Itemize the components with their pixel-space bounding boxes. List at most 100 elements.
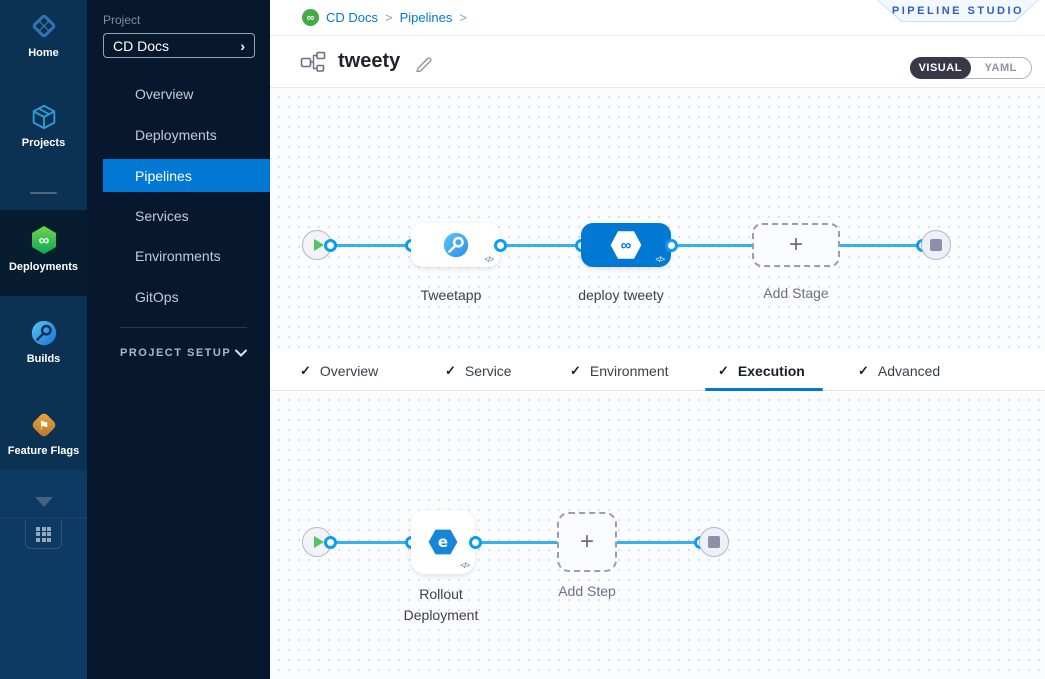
step-connector-line bbox=[317, 540, 714, 544]
home-icon bbox=[32, 14, 55, 38]
stage-label-deploy-tweety: deploy tweety bbox=[578, 287, 664, 303]
sidebar-item-label: Feature Flags bbox=[7, 445, 80, 457]
sidebar-item-label: Builds bbox=[26, 353, 61, 365]
stage-canvas[interactable]: </> ∞ </> + Tweetapp deploy tweety Add S… bbox=[270, 88, 1045, 351]
stop-icon bbox=[708, 536, 720, 548]
pipeline-studio-badge-label: PIPELINE STUDIO bbox=[891, 4, 1025, 17]
tab-execution[interactable]: ✓ Execution bbox=[718, 351, 805, 391]
play-icon bbox=[313, 536, 324, 548]
execution-start-node[interactable] bbox=[302, 527, 332, 557]
tab-overview[interactable]: ✓ Overview bbox=[300, 351, 378, 391]
project-sidebar: Project CD Docs › Overview Deployments P… bbox=[87, 0, 270, 679]
connector-port[interactable] bbox=[664, 238, 678, 252]
step-node-rollout-deployment[interactable]: e </> bbox=[411, 510, 475, 574]
sidebar-bottom-divider bbox=[0, 517, 87, 518]
tab-label: Environment bbox=[589, 363, 669, 379]
main-content: ∞ CD Docs > Pipelines > PIPELINE STUDIO … bbox=[270, 0, 1045, 679]
check-icon: ✓ bbox=[718, 363, 729, 378]
stage-node-deploy-tweety[interactable]: ∞ </> bbox=[581, 223, 671, 267]
add-stage-label: Add Stage bbox=[763, 285, 829, 301]
feature-flags-icon: ⚑ bbox=[32, 413, 55, 437]
stage-node-tweetapp[interactable]: </> bbox=[411, 223, 500, 267]
sidebar-item-deployments-nav[interactable]: Deployments bbox=[87, 115, 270, 156]
pipeline-end-node[interactable] bbox=[921, 230, 951, 260]
connector-port[interactable] bbox=[323, 535, 337, 549]
svg-text:⚑: ⚑ bbox=[38, 419, 49, 433]
sidebar-item-services[interactable]: Services bbox=[87, 196, 270, 237]
sidebar-item-projects[interactable]: Projects bbox=[0, 102, 87, 149]
check-icon: ✓ bbox=[858, 363, 869, 378]
nav-label: GitOps bbox=[135, 288, 179, 305]
cd-stage-icon: ∞ bbox=[610, 231, 642, 259]
nav-label: Services bbox=[135, 207, 189, 224]
chevron-down-icon bbox=[235, 349, 247, 357]
step-label-rollout-deployment: Rollout Deployment bbox=[403, 586, 479, 623]
active-tab-underline bbox=[705, 388, 823, 391]
breadcrumb-separator: > bbox=[385, 10, 393, 25]
tab-label: Service bbox=[464, 363, 512, 379]
sidebar-divider bbox=[30, 192, 57, 194]
yaml-toggle-option[interactable]: YAML bbox=[984, 62, 1017, 74]
sidebar-item-pipelines[interactable]: Pipelines bbox=[103, 159, 270, 192]
code-view-icon[interactable]: </> bbox=[655, 255, 665, 264]
breadcrumb-pipelines-link[interactable]: Pipelines bbox=[399, 10, 453, 25]
check-icon: ✓ bbox=[300, 363, 311, 378]
plus-icon: + bbox=[788, 231, 803, 258]
connector-port[interactable] bbox=[468, 535, 482, 549]
nav-label: Environments bbox=[135, 248, 221, 265]
breadcrumb-separator: > bbox=[459, 10, 467, 25]
module-sidebar: Home Projects ∞ Deployments bbox=[0, 0, 87, 679]
tab-label: Advanced bbox=[877, 363, 941, 379]
sidebar-item-overview[interactable]: Overview bbox=[87, 74, 270, 115]
sidebar-item-deployments[interactable]: ∞ Deployments bbox=[0, 224, 87, 273]
project-section-label: Project bbox=[103, 13, 141, 27]
stage-label-tweetapp: Tweetapp bbox=[420, 287, 482, 303]
breadcrumb-project-link[interactable]: CD Docs bbox=[326, 10, 379, 25]
edit-pencil-icon[interactable] bbox=[414, 52, 434, 72]
tab-label: Execution bbox=[737, 363, 805, 379]
project-name: CD Docs bbox=[113, 37, 170, 54]
sidebar-collapse-chevron-icon[interactable] bbox=[35, 497, 53, 507]
code-view-icon[interactable]: </> bbox=[484, 255, 494, 264]
sidebar-item-feature-flags[interactable]: ⚑ Feature Flags bbox=[0, 410, 87, 457]
execution-step-canvas[interactable]: e </> + Rollout Deployment Add Step bbox=[270, 391, 1045, 679]
tab-service[interactable]: ✓ Service bbox=[445, 351, 512, 391]
pipeline-graph-icon bbox=[300, 51, 326, 72]
sidebar-item-builds[interactable]: Builds bbox=[0, 318, 87, 365]
execution-end-node[interactable] bbox=[699, 527, 729, 557]
code-view-icon[interactable]: </> bbox=[460, 561, 470, 570]
sidebar-item-label: Home bbox=[28, 47, 59, 59]
project-setup-toggle[interactable]: PROJECT SETUP bbox=[120, 347, 247, 359]
nav-label: Deployments bbox=[135, 126, 217, 143]
project-nav-divider bbox=[120, 327, 247, 328]
visual-yaml-toggle[interactable]: VISUAL YAML bbox=[910, 56, 1032, 79]
pipeline-studio-badge: PIPELINE STUDIO bbox=[877, 0, 1039, 22]
play-icon bbox=[313, 239, 324, 251]
sidebar-item-gitops[interactable]: GitOps bbox=[87, 277, 270, 318]
add-step-button[interactable]: + bbox=[557, 512, 617, 572]
nav-label: Overview bbox=[135, 86, 194, 103]
sidebar-item-home[interactable]: Home bbox=[0, 10, 87, 59]
projects-icon bbox=[32, 104, 55, 130]
pipeline-title: tweety bbox=[338, 50, 401, 72]
tab-environment[interactable]: ✓ Environment bbox=[570, 351, 669, 391]
sidebar-item-label: Deployments bbox=[8, 261, 79, 273]
project-nav: Overview Deployments Pipelines Services … bbox=[87, 74, 270, 317]
deployments-cd-icon: ∞ bbox=[31, 226, 56, 254]
project-selector[interactable]: CD Docs › bbox=[103, 33, 255, 58]
connector-port[interactable] bbox=[323, 238, 337, 252]
tab-advanced[interactable]: ✓ Advanced bbox=[858, 351, 940, 391]
visual-toggle-option[interactable]: VISUAL bbox=[910, 56, 971, 79]
cd-module-icon: ∞ bbox=[302, 9, 319, 26]
grid-icon bbox=[36, 526, 51, 542]
pipeline-start-node[interactable] bbox=[302, 230, 332, 260]
connector-port[interactable] bbox=[493, 238, 507, 252]
plus-icon: + bbox=[579, 528, 594, 555]
app-grid-button[interactable] bbox=[25, 520, 62, 549]
sidebar-item-environments[interactable]: Environments bbox=[87, 236, 270, 277]
add-stage-button[interactable]: + bbox=[752, 223, 840, 267]
stage-config-tabs: ✓ Overview ✓ Service ✓ Environment ✓ Exe… bbox=[270, 351, 1045, 391]
project-setup-label: PROJECT SETUP bbox=[120, 347, 232, 359]
svg-text:∞: ∞ bbox=[38, 232, 49, 249]
